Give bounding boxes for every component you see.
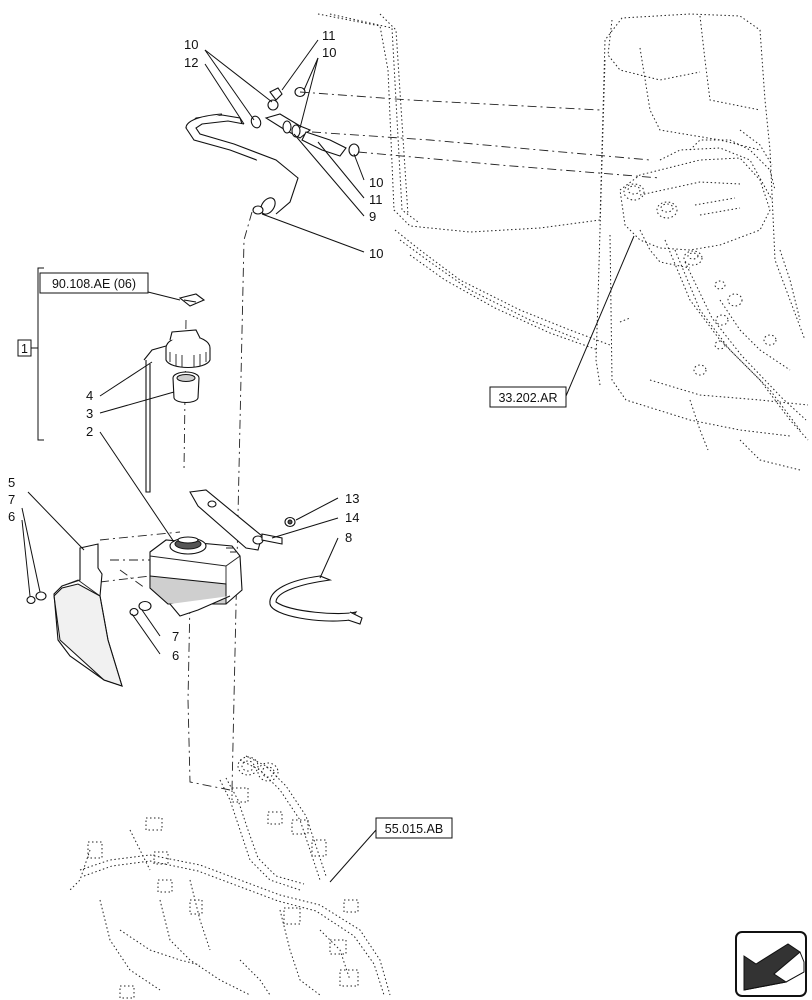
- callout-5: 5: [8, 475, 15, 490]
- callout-9: 9: [369, 209, 376, 224]
- callout-3: 3: [86, 406, 93, 421]
- bracket-box-1: 1: [17, 339, 32, 357]
- callout-labels: 10 12 11 10 10 11 9 10 4 3 2 5 7 6 13 14…: [8, 28, 383, 663]
- ref-55015-label: 55.015.AB: [385, 822, 443, 836]
- callout-7: 7: [8, 492, 15, 507]
- bracket-label: 1: [21, 342, 28, 356]
- callout-10: 10: [184, 37, 198, 52]
- callout-10: 10: [322, 45, 336, 60]
- callout-11: 11: [322, 28, 336, 43]
- callout-10: 10: [369, 246, 383, 261]
- callout-6: 6: [172, 648, 179, 663]
- leader-lines: [21, 39, 635, 883]
- reference-box-90108: 90.108.AE (06): [39, 272, 149, 294]
- callout-13: 13: [345, 491, 359, 506]
- reservoir-hose-assembly: [185, 86, 360, 215]
- callout-4: 4: [86, 388, 93, 403]
- callout-7: 7: [172, 629, 179, 644]
- shield-plate: [26, 543, 152, 687]
- callout-10: 10: [369, 175, 383, 190]
- reservoir-parts: [143, 293, 363, 625]
- ref-33202-label: 33.202.AR: [498, 391, 557, 405]
- callout-11: 11: [369, 192, 383, 207]
- ref-90108-label: 90.108.AE (06): [52, 277, 136, 291]
- reference-box-55015: 55.015.AB: [375, 817, 453, 839]
- reference-box-33202: 33.202.AR: [489, 386, 567, 408]
- callout-2: 2: [86, 424, 93, 439]
- arrow-direction-icon[interactable]: [735, 931, 807, 997]
- callout-14: 14: [345, 510, 359, 525]
- callout-12: 12: [184, 55, 198, 70]
- callout-8: 8: [345, 530, 352, 545]
- brake-master-cylinder: [619, 129, 776, 269]
- callout-6: 6: [8, 509, 15, 524]
- machine-body-outline: [317, 13, 809, 471]
- wiring-harness: [69, 755, 391, 999]
